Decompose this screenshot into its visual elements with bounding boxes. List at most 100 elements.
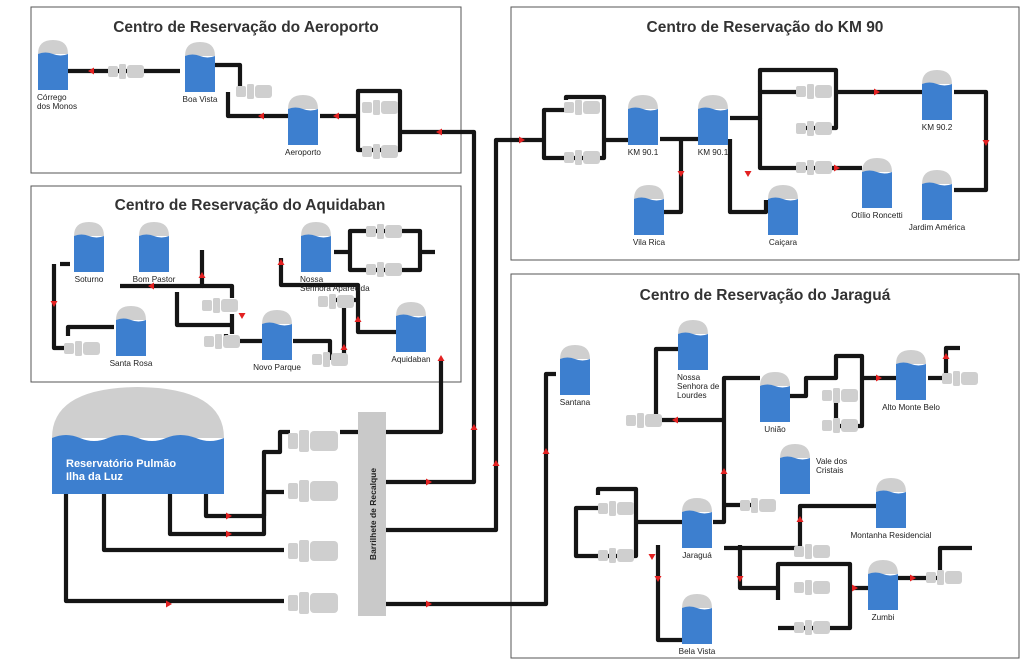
tank-label: Vila Rica [633, 238, 666, 247]
tank-label: Lourdes [677, 391, 707, 400]
tank-label: Zumbi [872, 613, 895, 622]
pump [108, 64, 144, 79]
tank-bom-pastor: Bom Pastor [133, 222, 176, 284]
pump [794, 580, 830, 595]
pump [794, 620, 830, 635]
flow-arrow [876, 374, 882, 382]
panel-title-aeroporto: Centro de Reservação do Aeroporto [113, 19, 379, 36]
flow-arrow [437, 355, 445, 361]
pump [288, 430, 338, 452]
pump [564, 150, 600, 165]
flow-arrow [426, 600, 432, 608]
flow-arrow [333, 112, 339, 120]
tank-santa-rosa: Santa Rosa [110, 306, 153, 368]
tank-santana: Santana [560, 345, 591, 407]
pump [318, 294, 354, 309]
flow-arrow [277, 259, 285, 265]
tank-otilio: Otílio Roncetti [851, 158, 903, 220]
flow-arrow [834, 164, 840, 172]
panel-jaragua: Centro de Reservação do Jaraguá [510, 273, 1020, 659]
tank-label: KM 90.2 [922, 123, 953, 132]
pump [796, 121, 832, 136]
panel-title-km90: Centro de Reservação do KM 90 [647, 19, 884, 36]
flow-arrow [942, 353, 950, 359]
pump [926, 570, 962, 585]
flow-arrow [50, 301, 58, 307]
manifold: Barrilhete de Recalque [358, 412, 386, 616]
tank-label: Otílio Roncetti [851, 211, 903, 220]
flow-arrow [519, 136, 525, 144]
pump [740, 498, 776, 513]
flow-arrow [198, 272, 206, 278]
tank-label: Nossa [300, 275, 324, 284]
tank-label: Alto Monte Belo [882, 403, 940, 412]
tank-label: Boa Vista [183, 95, 218, 104]
tank-label: Senhora de [677, 382, 720, 391]
flow-arrow [354, 316, 362, 322]
flow-arrows [50, 67, 990, 608]
main-reservoir-name-line1: Reservatório Pulmão [66, 458, 176, 470]
tank-boa-vista: Boa Vista [183, 42, 218, 104]
flow-arrow [736, 576, 744, 582]
pump [312, 352, 348, 367]
tank-jaragua: Jaraguá [682, 498, 712, 560]
pump [796, 84, 832, 99]
tank-label: Caiçara [769, 238, 798, 247]
flow-arrow [492, 460, 500, 466]
flow-arrow [874, 88, 880, 96]
tank-label: Bela Vista [679, 647, 716, 656]
tank-label: União [764, 425, 786, 434]
pump [794, 544, 830, 559]
flow-arrow [226, 512, 232, 520]
pump [362, 100, 398, 115]
pump [564, 100, 600, 115]
tank-jardim-america: Jardim América [909, 170, 966, 232]
pump [202, 298, 238, 313]
tank-km901b: KM 90.1 [698, 95, 729, 157]
manifold-label: Barrilhete de Recalque [368, 468, 378, 560]
flow-arrow [654, 576, 662, 582]
pump [288, 592, 338, 614]
tank-label: Aeroporto [285, 148, 321, 157]
pump [796, 160, 832, 175]
flow-arrow [677, 171, 685, 177]
tank-vila-rica: Vila Rica [633, 185, 666, 247]
tank-km901a: KM 90.1 [628, 95, 659, 157]
tank-montanha: Montanha Residencial [850, 478, 932, 540]
tank-label: Vale dos [816, 457, 847, 466]
pump [822, 418, 858, 433]
tank-label: Córrego [37, 93, 67, 102]
tank-label: Jaraguá [682, 551, 712, 560]
tank-label: Santa Rosa [110, 359, 153, 368]
tank-label: dos Monos [37, 102, 77, 111]
tank-label: Soturno [75, 275, 104, 284]
pump [598, 501, 634, 516]
flow-arrow [796, 516, 804, 522]
flow-arrow [744, 171, 752, 177]
tank-label: Santana [560, 398, 591, 407]
flow-arrow [340, 344, 348, 350]
flow-arrow [226, 530, 232, 538]
tank-label: Bom Pastor [133, 275, 176, 284]
tank-aquidaban: Aquidaban [391, 302, 431, 364]
pump [288, 540, 338, 562]
pump [598, 548, 634, 563]
pump [366, 224, 402, 239]
tank-label: Cristais [816, 466, 843, 475]
tank-label: Jardim América [909, 223, 966, 232]
tank-aeroporto: Aeroporto [285, 95, 321, 157]
tank-alto-monte-belo: Alto Monte Belo [882, 350, 940, 412]
pump [204, 334, 240, 349]
flow-arrow [88, 67, 94, 75]
tank-label: Aquidaban [391, 355, 431, 364]
tank-label: KM 90.1 [698, 148, 729, 157]
flow-arrow [672, 416, 678, 424]
flow-arrow [910, 574, 916, 582]
flow-arrow [982, 140, 990, 146]
tank-zumbi: Zumbi [868, 560, 898, 622]
